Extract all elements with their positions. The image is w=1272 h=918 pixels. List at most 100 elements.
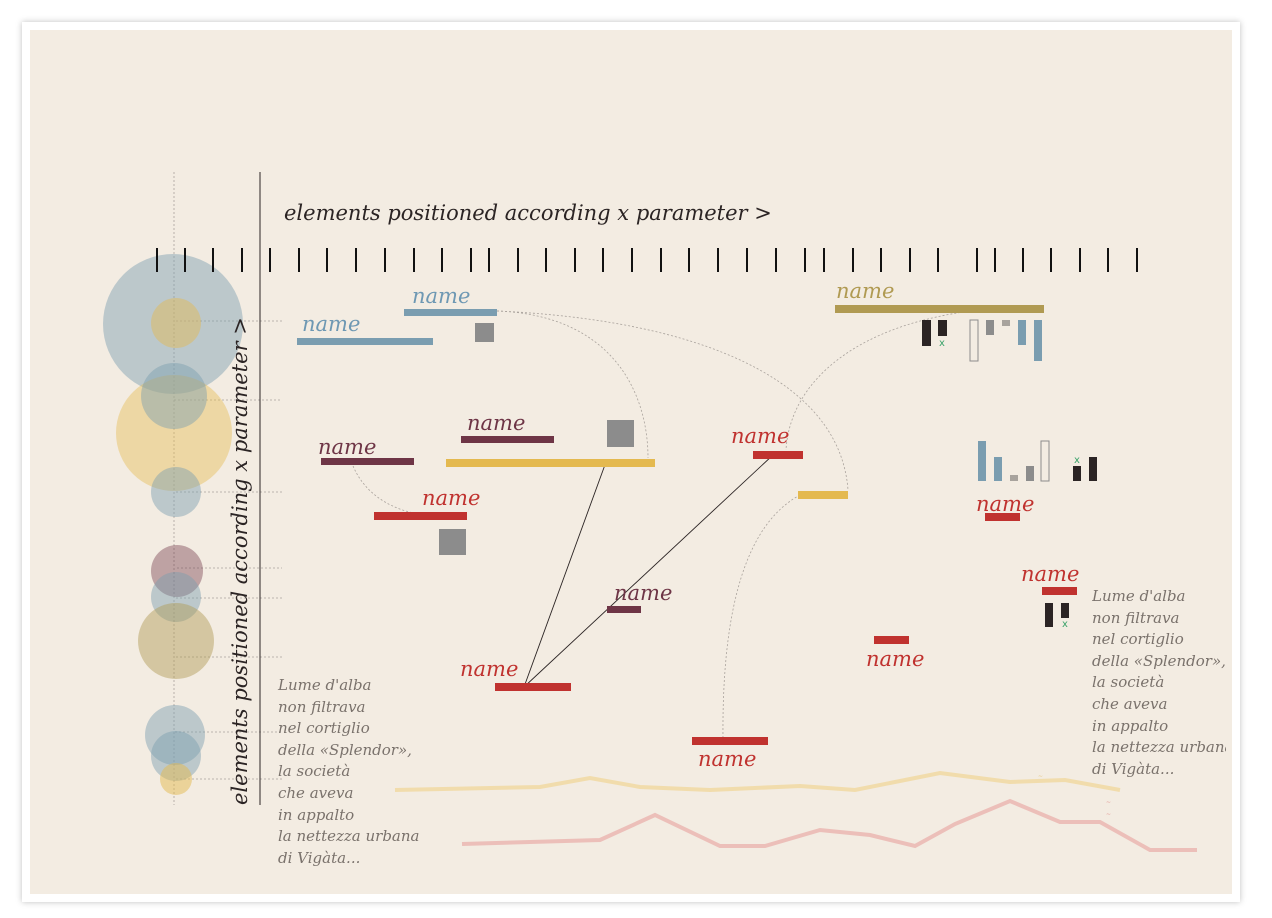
x-axis-ticks (156, 248, 1138, 272)
connector-curve (352, 465, 451, 518)
solid-connectors (523, 454, 774, 688)
bar-label-olive-1: name (836, 279, 895, 303)
bar-label-red-4: name (698, 747, 757, 771)
bar-plum-1 (321, 458, 414, 465)
bar-blue-2 (404, 309, 497, 316)
poem-text-left: Lume d'alba non filtrava nel cortiglio d… (278, 675, 419, 869)
circle (151, 731, 201, 781)
circle (103, 254, 243, 394)
bar-gold-2 (798, 491, 848, 499)
poem-line: Lume d'alba (278, 676, 372, 694)
bar-label-red-2: name (460, 657, 519, 681)
gray-box (439, 529, 466, 555)
y-axis-title: elements positioned according x paramete… (228, 317, 252, 805)
bar-red-5 (985, 513, 1020, 521)
circle (151, 298, 201, 348)
circle (160, 763, 192, 795)
mini-cluster-low: x (1045, 603, 1069, 630)
poem-line: Lume d'alba (1092, 587, 1186, 605)
bar-red-6 (1042, 587, 1077, 595)
trend-label: ~ (1106, 799, 1112, 806)
bar-label-red-1: name (422, 486, 481, 510)
circle (116, 375, 232, 491)
poem-line: che aveva (278, 783, 354, 802)
connector-curve (722, 494, 801, 741)
bar-plum-3 (607, 606, 641, 613)
poem-line: la società (278, 762, 351, 781)
circle (151, 572, 201, 622)
circle (138, 603, 214, 679)
bar-label-plum-1: name (318, 435, 377, 459)
mini-bar (922, 320, 931, 346)
x-mark: x (939, 338, 945, 349)
poem-line: non filtrava (1092, 608, 1180, 627)
mini-bar (938, 320, 947, 336)
poem-line: in appalto (1092, 716, 1169, 735)
x-mark: x (1062, 619, 1068, 630)
poem-line: che aveva (1092, 694, 1168, 713)
mini-bar (1018, 320, 1026, 345)
trend-label: ~ (1038, 773, 1044, 780)
poem-line: la società (1092, 673, 1165, 692)
bar-label-plum-3: name (614, 581, 673, 605)
bar-blue-1 (297, 338, 433, 345)
poem-line: della «Splendor», (278, 740, 412, 759)
bar-label-red-5: name (976, 492, 1035, 516)
mini-bar (978, 441, 986, 481)
connector-curve (785, 307, 1001, 451)
bar-label-red-7: name (866, 647, 925, 671)
bar-label-red-6: name (1021, 562, 1080, 586)
mini-bar (969, 319, 979, 362)
gray-boxes (439, 323, 634, 555)
bar-plum-2 (461, 436, 554, 443)
mini-bar (1089, 457, 1097, 481)
poem-line: la nettezza urbana (1092, 738, 1226, 757)
bar-label-red-3: name (731, 424, 790, 448)
poem-line: la nettezza urbana (278, 827, 420, 846)
bar-red-3 (753, 451, 803, 459)
circle (151, 545, 203, 597)
mini-bar (1073, 466, 1081, 481)
poem-line: di Vigàta... (1092, 759, 1175, 778)
poem-line: di Vigàta... (278, 848, 361, 867)
poem-line: nel cortiglio (1092, 630, 1184, 649)
bar-label-blue-2: name (412, 284, 471, 308)
circle (145, 705, 205, 765)
bar-red-1 (374, 512, 467, 520)
bar-red-4 (692, 737, 768, 745)
mini-bar (1061, 603, 1069, 618)
gray-box (475, 323, 494, 342)
mini-bar (1026, 466, 1034, 481)
trend-line-gold (394, 770, 1121, 793)
bars (297, 305, 1077, 745)
bar-label-plum-2: name (467, 411, 526, 435)
bar-red-2 (495, 683, 571, 691)
x-axis-title: elements positioned according x paramete… (284, 201, 772, 225)
mini-bar (1040, 440, 1050, 482)
poem-line: nel cortiglio (278, 719, 370, 738)
bar-olive-1 (835, 305, 1044, 313)
mini-bar (994, 457, 1002, 481)
bar-red-7 (874, 636, 909, 644)
bar-gold-1 (446, 459, 655, 467)
poem-line: della «Splendor», (1092, 651, 1226, 670)
circle (151, 467, 201, 517)
trend-line-red (461, 798, 1197, 852)
mini-bar (1045, 603, 1053, 627)
trend-label: ~ (1106, 811, 1112, 818)
mini-bar (986, 320, 994, 335)
circle (141, 363, 207, 429)
gray-box (607, 420, 634, 447)
poem-text-right: Lume d'alba non filtrava nel cortiglio d… (1092, 586, 1226, 780)
mini-cluster-mid: x (978, 440, 1097, 482)
x-mark: x (1074, 455, 1080, 466)
row-guides (174, 320, 282, 780)
poem-line: non filtrava (278, 697, 366, 716)
poem-line: in appalto (278, 805, 355, 824)
connector-line (523, 454, 774, 688)
mini-bar (1010, 475, 1018, 481)
mini-bar (1034, 320, 1042, 361)
dotted-connectors (352, 307, 1001, 741)
connector-line (523, 461, 607, 688)
